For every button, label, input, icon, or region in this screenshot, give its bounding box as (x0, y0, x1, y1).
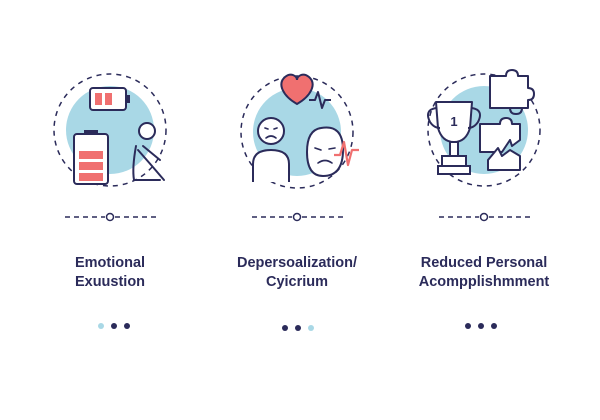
title-line-1: Emotional (74, 255, 146, 271)
dot-3 (491, 323, 497, 329)
battery-exhausted-person-icon (53, 73, 167, 222)
pagination-dots (98, 323, 130, 329)
dot-1 (465, 323, 471, 329)
title-line-1: Reduced Personal (420, 255, 548, 271)
dot-2 (295, 325, 301, 331)
title-line-2: Cyicrium (265, 274, 329, 290)
title-line-1: Depersoalization/ (236, 255, 358, 271)
title-line-2: Exuustion (74, 274, 146, 290)
heart-sad-faces-icon (240, 73, 359, 222)
pagination-dots (282, 325, 314, 331)
concept-card-reduced-accomplishment: 1 Reduced Personal Acompplishmment (384, 0, 584, 420)
pagination-dots (465, 323, 497, 329)
dot-2 (478, 323, 484, 329)
dot-3 (308, 325, 314, 331)
dot-2 (111, 323, 117, 329)
dot-3 (124, 323, 130, 329)
dot-1 (282, 325, 288, 331)
concept-card-emotional-exhaustion: Emotional Exuustion (10, 0, 210, 420)
card-title: Reduced Personal Acompplishmment (384, 254, 584, 292)
title-line-2: Acompplishmment (418, 274, 550, 290)
trophy-puzzle-icon: 1 (427, 69, 541, 222)
dot-1 (98, 323, 104, 329)
concept-card-depersonalization: Depersoalization/ Cyicrium (197, 0, 397, 420)
card-title: Emotional Exuustion (10, 254, 210, 292)
trophy-number-label: 1 (450, 114, 457, 129)
card-title: Depersoalization/ Cyicrium (197, 254, 397, 292)
